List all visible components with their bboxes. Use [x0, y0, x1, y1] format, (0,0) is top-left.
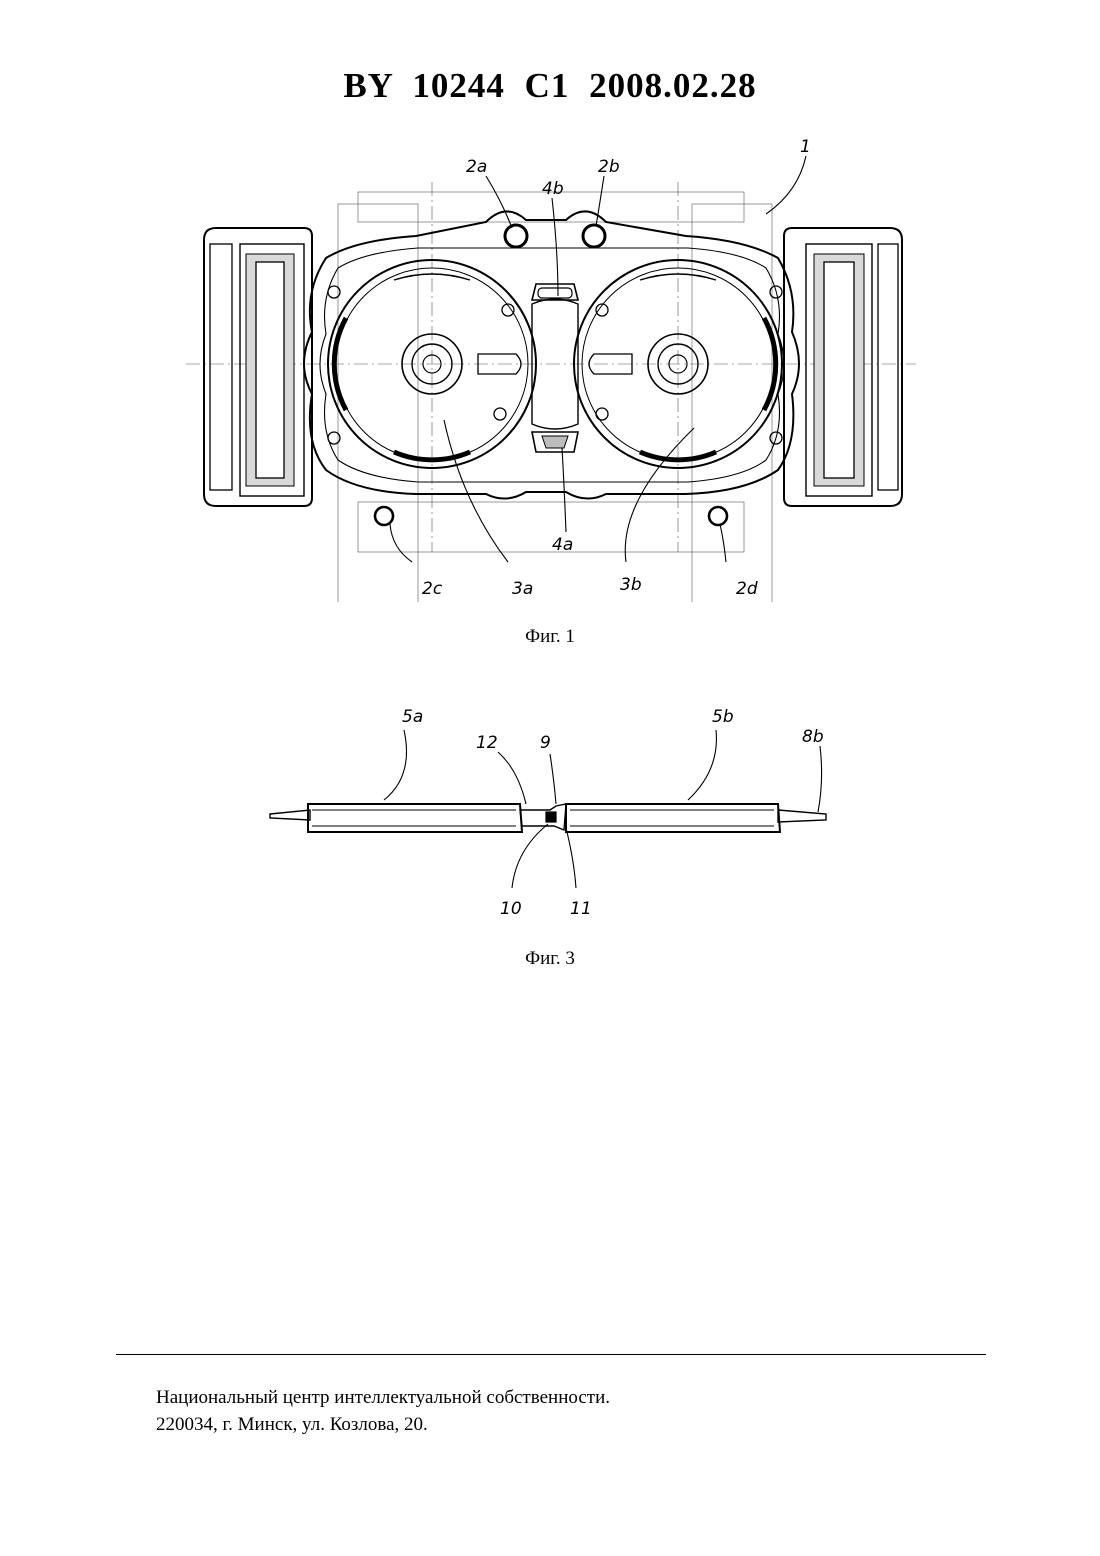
- label-10: 10: [500, 899, 522, 919]
- label-4b: 4b: [542, 179, 564, 199]
- label-1: 1: [800, 137, 811, 157]
- footer-organization: Национальный центр интеллектуальной собс…: [156, 1384, 610, 1411]
- label-3b: 3b: [620, 575, 642, 595]
- footer-address: 220034, г. Минск, ул. Козлова, 20.: [156, 1411, 610, 1438]
- figure-3-drawing: 5a 12 9 5b 8b 10 11: [264, 700, 844, 925]
- label-12: 12: [476, 733, 498, 753]
- label-3a: 3a: [512, 579, 533, 599]
- label-5a: 5a: [402, 707, 423, 727]
- figure-3-caption: Фиг. 3: [0, 948, 1100, 970]
- label-5b: 5b: [712, 707, 734, 727]
- figure-1-drawing: 1 2a 2b 4b 4a 2c 3a 3b 2d: [186, 132, 916, 602]
- label-2d: 2d: [736, 579, 758, 599]
- footer: Национальный центр интеллектуальной собс…: [156, 1384, 610, 1438]
- label-8b: 8b: [802, 727, 824, 747]
- figure-1-caption: Фиг. 1: [0, 626, 1100, 648]
- label-2b: 2b: [598, 157, 620, 177]
- label-11: 11: [570, 899, 592, 919]
- label-2a: 2a: [466, 157, 487, 177]
- label-9: 9: [540, 733, 551, 753]
- document-header: BY 10244 C1 2008.02.28: [0, 66, 1100, 106]
- label-2c: 2c: [422, 579, 443, 599]
- label-4a: 4a: [552, 535, 573, 555]
- footer-divider: [116, 1354, 986, 1355]
